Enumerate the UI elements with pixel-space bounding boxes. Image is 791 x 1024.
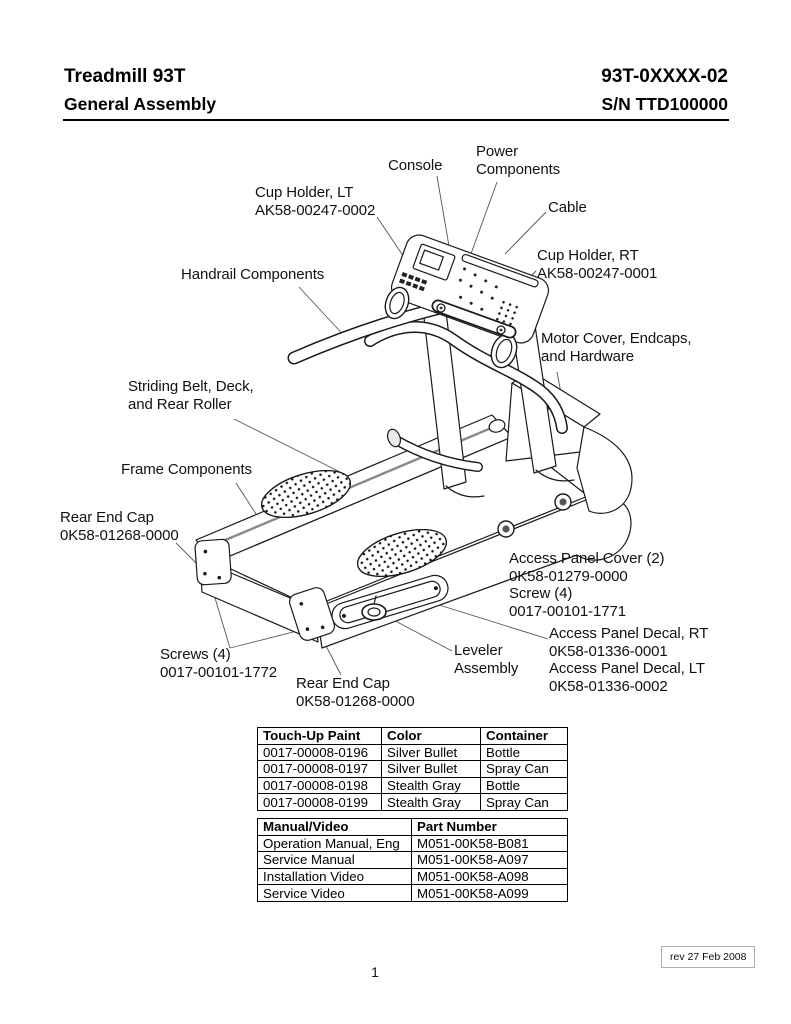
table-row: Service Manual M051-00K58-A097 (257, 851, 568, 869)
console (384, 234, 550, 369)
label-handrail-components: Handrail Components (181, 266, 325, 283)
label-motor-cover: Motor Cover, Endcaps, and Hardware (541, 330, 692, 365)
page-subtitle: General Assembly (64, 94, 217, 114)
table-cell: 0017-00008-0196 (257, 743, 382, 762)
table-cell: Bottle (480, 743, 568, 762)
table-row: 0017-00008-0196 Silver Bullet Bottle (257, 743, 568, 762)
manual-video-table: Manual/Video Part Number Operation Manua… (257, 818, 568, 902)
doc-part-number: 93T-0XXXX-02 (601, 66, 728, 87)
table-cell: 0017-00008-0198 (257, 776, 382, 795)
label-console: Console (388, 157, 443, 174)
table-cell: Stealth Gray (381, 793, 481, 811)
table-cell: Silver Bullet (381, 760, 481, 778)
table-cell: Spray Can (480, 760, 568, 778)
table-cell: M051-00K58-A098 (411, 867, 568, 886)
label-striding-belt: Striding Belt, Deck, and Rear Roller (128, 378, 254, 413)
table-cell: M051-00K58-A099 (411, 884, 568, 902)
rear-end-cap-left (194, 538, 232, 586)
table-row: 0017-00008-0199 Stealth Gray Spray Can (257, 793, 568, 811)
doc-serial: S/N TTD100000 (601, 94, 728, 114)
label-cable: Cable (548, 199, 587, 216)
column-header: Color (381, 727, 481, 745)
label-leveler-assembly: Leveler Assembly (454, 642, 519, 677)
table-cell: Bottle (480, 776, 568, 795)
column-header: Manual/Video (257, 818, 412, 836)
column-header: Touch-Up Paint (257, 727, 382, 745)
heart-rate-bar (431, 299, 517, 339)
foot-pads (261, 470, 447, 577)
table-cell: 0017-00008-0197 (257, 760, 382, 778)
handrails (287, 301, 568, 434)
cup-holder-left (384, 286, 410, 320)
leveler-wheel (361, 595, 387, 621)
page-title: Treadmill 93T (64, 66, 186, 87)
table-row: Operation Manual, Eng M051-00K58-B081 (257, 834, 568, 853)
label-rear-end-cap-bottom: Rear End Cap 0K58-01268-0000 (296, 675, 415, 710)
rear-end-cap-center (288, 587, 336, 641)
table-cell: Service Manual (257, 851, 412, 869)
table-cell: Installation Video (257, 867, 412, 886)
label-rear-end-cap-left: Rear End Cap 0K58-01268-0000 (60, 509, 179, 544)
touch-up-paint-table: Touch-Up Paint Color Container 0017-0000… (257, 727, 568, 811)
label-access-panel-decal: Access Panel Decal, RT 0K58-01336-0001 A… (549, 625, 709, 695)
cup-holder-right (490, 333, 518, 369)
leader-lines (175, 175, 564, 676)
table-cell: M051-00K58-B081 (411, 834, 568, 853)
console-mast (423, 291, 575, 498)
table-cell: Silver Bullet (381, 743, 481, 762)
revision-box: rev 27 Feb 2008 (661, 946, 756, 968)
table-cell: Stealth Gray (381, 776, 481, 795)
table-cell: Spray Can (480, 793, 568, 811)
label-cup-holder-rt: Cup Holder, RT AK58-00247-0001 (537, 247, 658, 282)
column-header: Container (480, 727, 568, 745)
access-panel-cover (331, 574, 449, 630)
motor-cover (505, 371, 633, 514)
label-frame-components: Frame Components (121, 461, 252, 478)
page-number: 1 (371, 964, 379, 980)
table-row: 0017-00008-0197 Silver Bullet Spray Can (257, 760, 568, 778)
table-row: Installation Video M051-00K58-A098 (257, 867, 568, 886)
table-cell: Service Video (257, 884, 412, 902)
label-cup-holder-lt: Cup Holder, LT AK58-00247-0002 (255, 184, 376, 219)
table-cell: Operation Manual, Eng (257, 834, 412, 853)
table-row: 0017-00008-0198 Stealth Gray Bottle (257, 776, 568, 795)
table-row: Service Video M051-00K58-A099 (257, 884, 568, 902)
label-screws: Screws (4) 0017-00101-1772 (160, 646, 277, 681)
table-cell: M051-00K58-A097 (411, 851, 568, 869)
rear-grab-handle (386, 428, 483, 472)
column-header: Part Number (411, 818, 568, 836)
header-rule (63, 119, 729, 121)
caster-wheels (497, 493, 572, 538)
table-cell: 0017-00008-0199 (257, 793, 382, 811)
label-access-panel-cover: Access Panel Cover (2) 0K58-01279-0000 S… (509, 550, 665, 620)
label-power-components: Power Components (476, 143, 561, 178)
